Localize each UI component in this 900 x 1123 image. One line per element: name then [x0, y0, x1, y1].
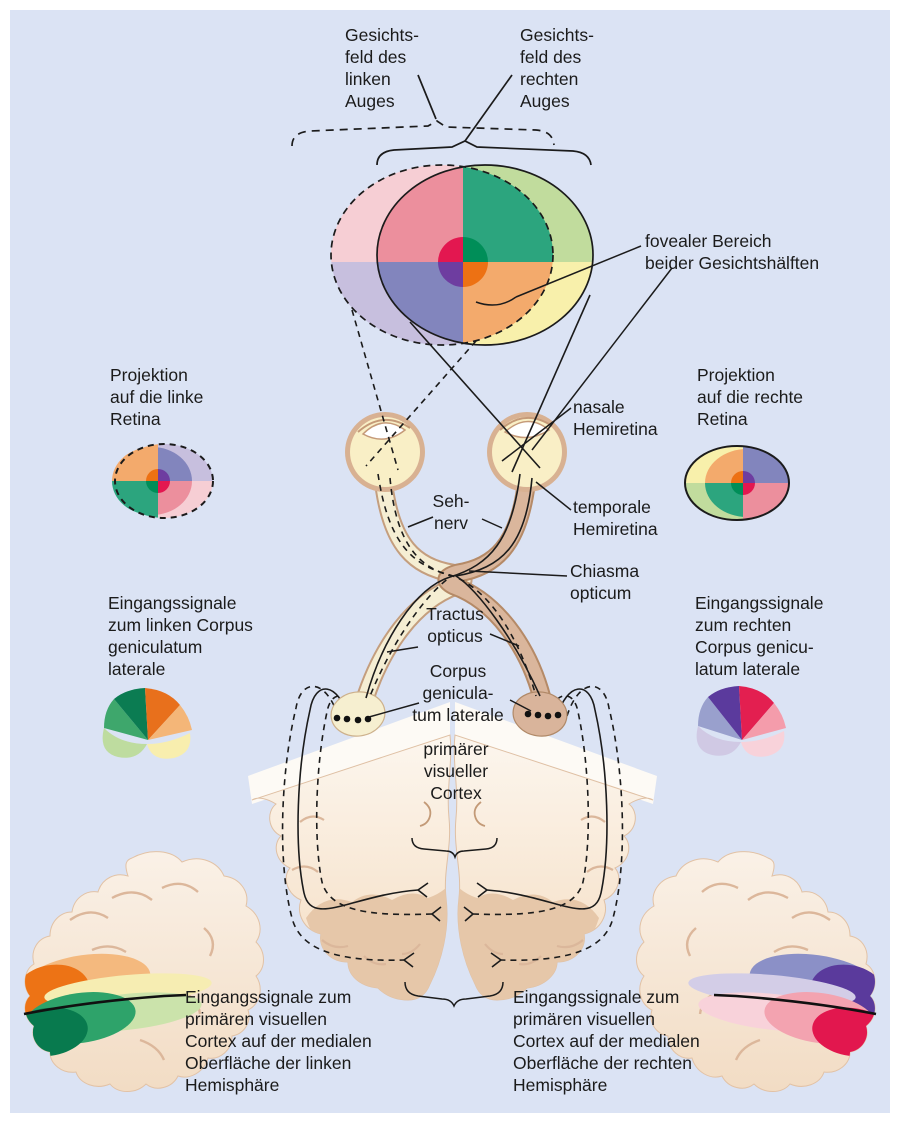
left-eye-lens [361, 422, 407, 440]
left-v1-color-map [25, 953, 212, 1057]
cortex-brace [411, 837, 498, 860]
lateral-geniculate-bodies [330, 691, 568, 737]
foveal-hook [475, 296, 517, 306]
label-tractus-opticus: Tractus opticus [426, 604, 484, 646]
label-chiasma-opticum: Chiasma opticum [570, 561, 640, 603]
foveal-region [438, 237, 488, 287]
right-lgn-input-map [696, 686, 786, 757]
label-foveal-region: fovealer Bereich beider Gesichtshälften [645, 231, 820, 273]
medial-surface-squiggles [419, 801, 486, 827]
right-v1-color-map [688, 953, 875, 1057]
foveal-leader [515, 245, 642, 298]
label-input-left-lgn: Eingangssignale zum linken Corpus genicu… [108, 593, 253, 679]
left-hemisphere-medial-view [23, 851, 264, 1092]
label-corpus-geniculatum: Corpus genicula- tum laterale [412, 661, 504, 725]
left-occipital-region [306, 886, 448, 1000]
label-projection-right-retina: Projektion auf die rechte Retina [697, 365, 804, 429]
label-optic-nerve: Seh- nerv [432, 491, 470, 533]
tractus-leader-right [489, 633, 520, 647]
right-calcarine-line [713, 993, 877, 1016]
label-input-left-cortex: Eingangssignale zum primären visuellen C… [185, 987, 372, 1095]
label-visual-field-left: Gesichts- feld des linken Auges [345, 25, 419, 111]
left-cut-plane [248, 702, 450, 804]
lgn-synapse-dots [333, 710, 562, 724]
right-occipital-region [457, 886, 599, 1000]
left-field-pointer [417, 74, 437, 120]
cerebral-hemispheres-axial [248, 702, 657, 1001]
right-optic-nerve-tract [439, 478, 550, 706]
visual-field-composite [330, 164, 594, 346]
corpus-leader-left [368, 702, 420, 718]
label-temporal-hemiretina: temporale Hemiretina [573, 497, 658, 539]
left-brain-gyri [69, 882, 215, 1061]
right-field-brace [376, 140, 592, 166]
right-hemisphere-medial-view [636, 851, 877, 1092]
temporale-leader [535, 481, 572, 511]
label-nasal-hemiretina: nasale Hemiretina [573, 397, 658, 439]
label-projection-left-retina: Projektion auf die linke Retina [110, 365, 204, 429]
occipital-brace [404, 981, 504, 1008]
left-eye [345, 412, 425, 492]
leader-lines [368, 245, 673, 1008]
sehnerv-leader-left [407, 516, 434, 528]
left-visual-field-outline [330, 164, 554, 346]
left-lgn-input-map [102, 688, 192, 759]
nasale-leader [501, 407, 572, 462]
label-input-right-lgn: Eingangssignale zum rechten Corpus genic… [695, 593, 824, 679]
chiasma-leader [468, 570, 568, 577]
field-braces [291, 74, 592, 166]
corpus-leader-right [509, 699, 532, 712]
optic-nerve-fibres [365, 473, 541, 699]
label-input-right-cortex: Eingangssignale zum primären visuellen C… [513, 987, 700, 1095]
left-hemisphere-gyri [291, 815, 421, 966]
left-field-brace [291, 120, 555, 147]
label-primary-visual-cortex: primärer visueller Cortex [423, 739, 489, 803]
right-retina-projection [684, 445, 790, 521]
optic-radiations [281, 685, 624, 968]
right-hemisphere-gyri [484, 815, 614, 966]
right-field-pointer [464, 74, 513, 142]
tractus-leader-left [386, 646, 419, 653]
left-lgn-body [330, 691, 386, 737]
right-cut-plane [455, 702, 657, 804]
label-visual-field-right: Gesichts- feld des rechten Auges [520, 25, 594, 111]
left-calcarine-line [23, 993, 187, 1016]
sehnerv-leader-right [481, 518, 503, 529]
right-eye [487, 412, 567, 492]
left-retina-projection [112, 443, 214, 519]
right-visual-field-outline [376, 164, 594, 346]
